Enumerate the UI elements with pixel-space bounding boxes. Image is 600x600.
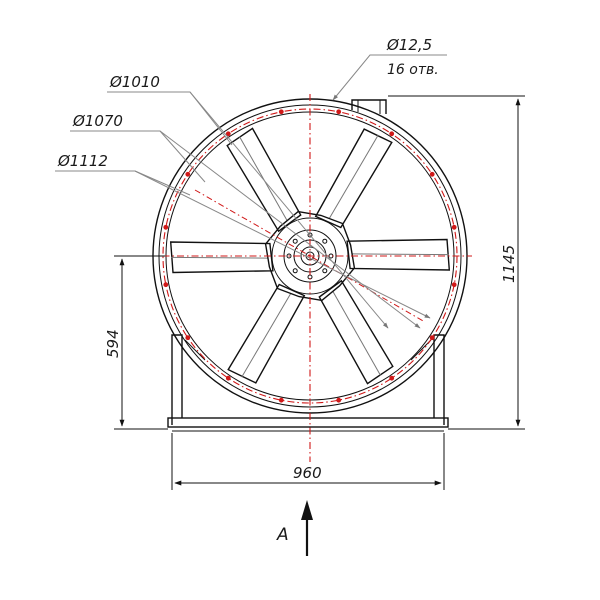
center-lines: [148, 94, 472, 462]
hub-bolt: [307, 232, 313, 238]
impeller-blades: [169, 127, 451, 385]
view-arrow: [301, 500, 313, 556]
mounting-hole: [336, 109, 342, 115]
label-d1010: Ø1010: [109, 73, 160, 91]
hub-bolt: [292, 268, 298, 274]
blade-edge: [351, 253, 450, 256]
impeller-blade: [226, 127, 302, 233]
mounting-hole: [225, 375, 231, 381]
impeller-blade: [318, 279, 394, 385]
mounting-hole: [451, 282, 457, 288]
mounting-hole: [278, 109, 284, 115]
blade-edge: [238, 136, 288, 221]
dim-axis-height: [114, 255, 168, 430]
impeller-blade: [227, 283, 306, 384]
blade-edge: [170, 256, 269, 259]
mounting-hole: [278, 397, 284, 403]
label-axis-height: 594: [104, 329, 122, 358]
label-total-height: 1145: [500, 245, 518, 283]
label-hole-diameter: Ø12,5: [386, 36, 432, 54]
label-view: A: [276, 525, 289, 545]
hub-bolt: [286, 253, 292, 259]
hub-bolt: [322, 238, 328, 244]
dim-total-height: [388, 95, 525, 430]
mounting-hole: [163, 282, 169, 288]
blade-edge: [332, 291, 382, 376]
hub-bolt: [292, 238, 298, 244]
blade-edge: [328, 134, 379, 219]
mounting-hole: [429, 171, 435, 177]
blade-edge: [241, 293, 292, 378]
mounting-hole: [429, 335, 435, 341]
terminal-box: [351, 99, 387, 114]
mounting-hole: [336, 397, 342, 403]
label-d1112: Ø1112: [57, 152, 108, 170]
label-base-width: 960: [293, 464, 322, 482]
mounting-hole: [451, 224, 457, 230]
mounting-hole: [225, 131, 231, 137]
diameter-leaders: [55, 91, 431, 329]
mounting-hole: [185, 171, 191, 177]
hub-bolt: [322, 268, 328, 274]
support-stand: [167, 334, 449, 432]
label-hole-count: 16 отв.: [387, 62, 439, 78]
mounting-hole: [389, 131, 395, 137]
impeller-blade: [346, 238, 451, 271]
impeller-blade: [169, 241, 274, 274]
dim-base-width: [171, 433, 445, 490]
mounting-holes: [163, 109, 457, 403]
mounting-hole: [389, 375, 395, 381]
holes-leader: [332, 54, 447, 101]
label-d1070: Ø1070: [72, 112, 123, 130]
impeller-blade: [314, 128, 393, 229]
mounting-hole: [163, 224, 169, 230]
mounting-hole: [185, 335, 191, 341]
